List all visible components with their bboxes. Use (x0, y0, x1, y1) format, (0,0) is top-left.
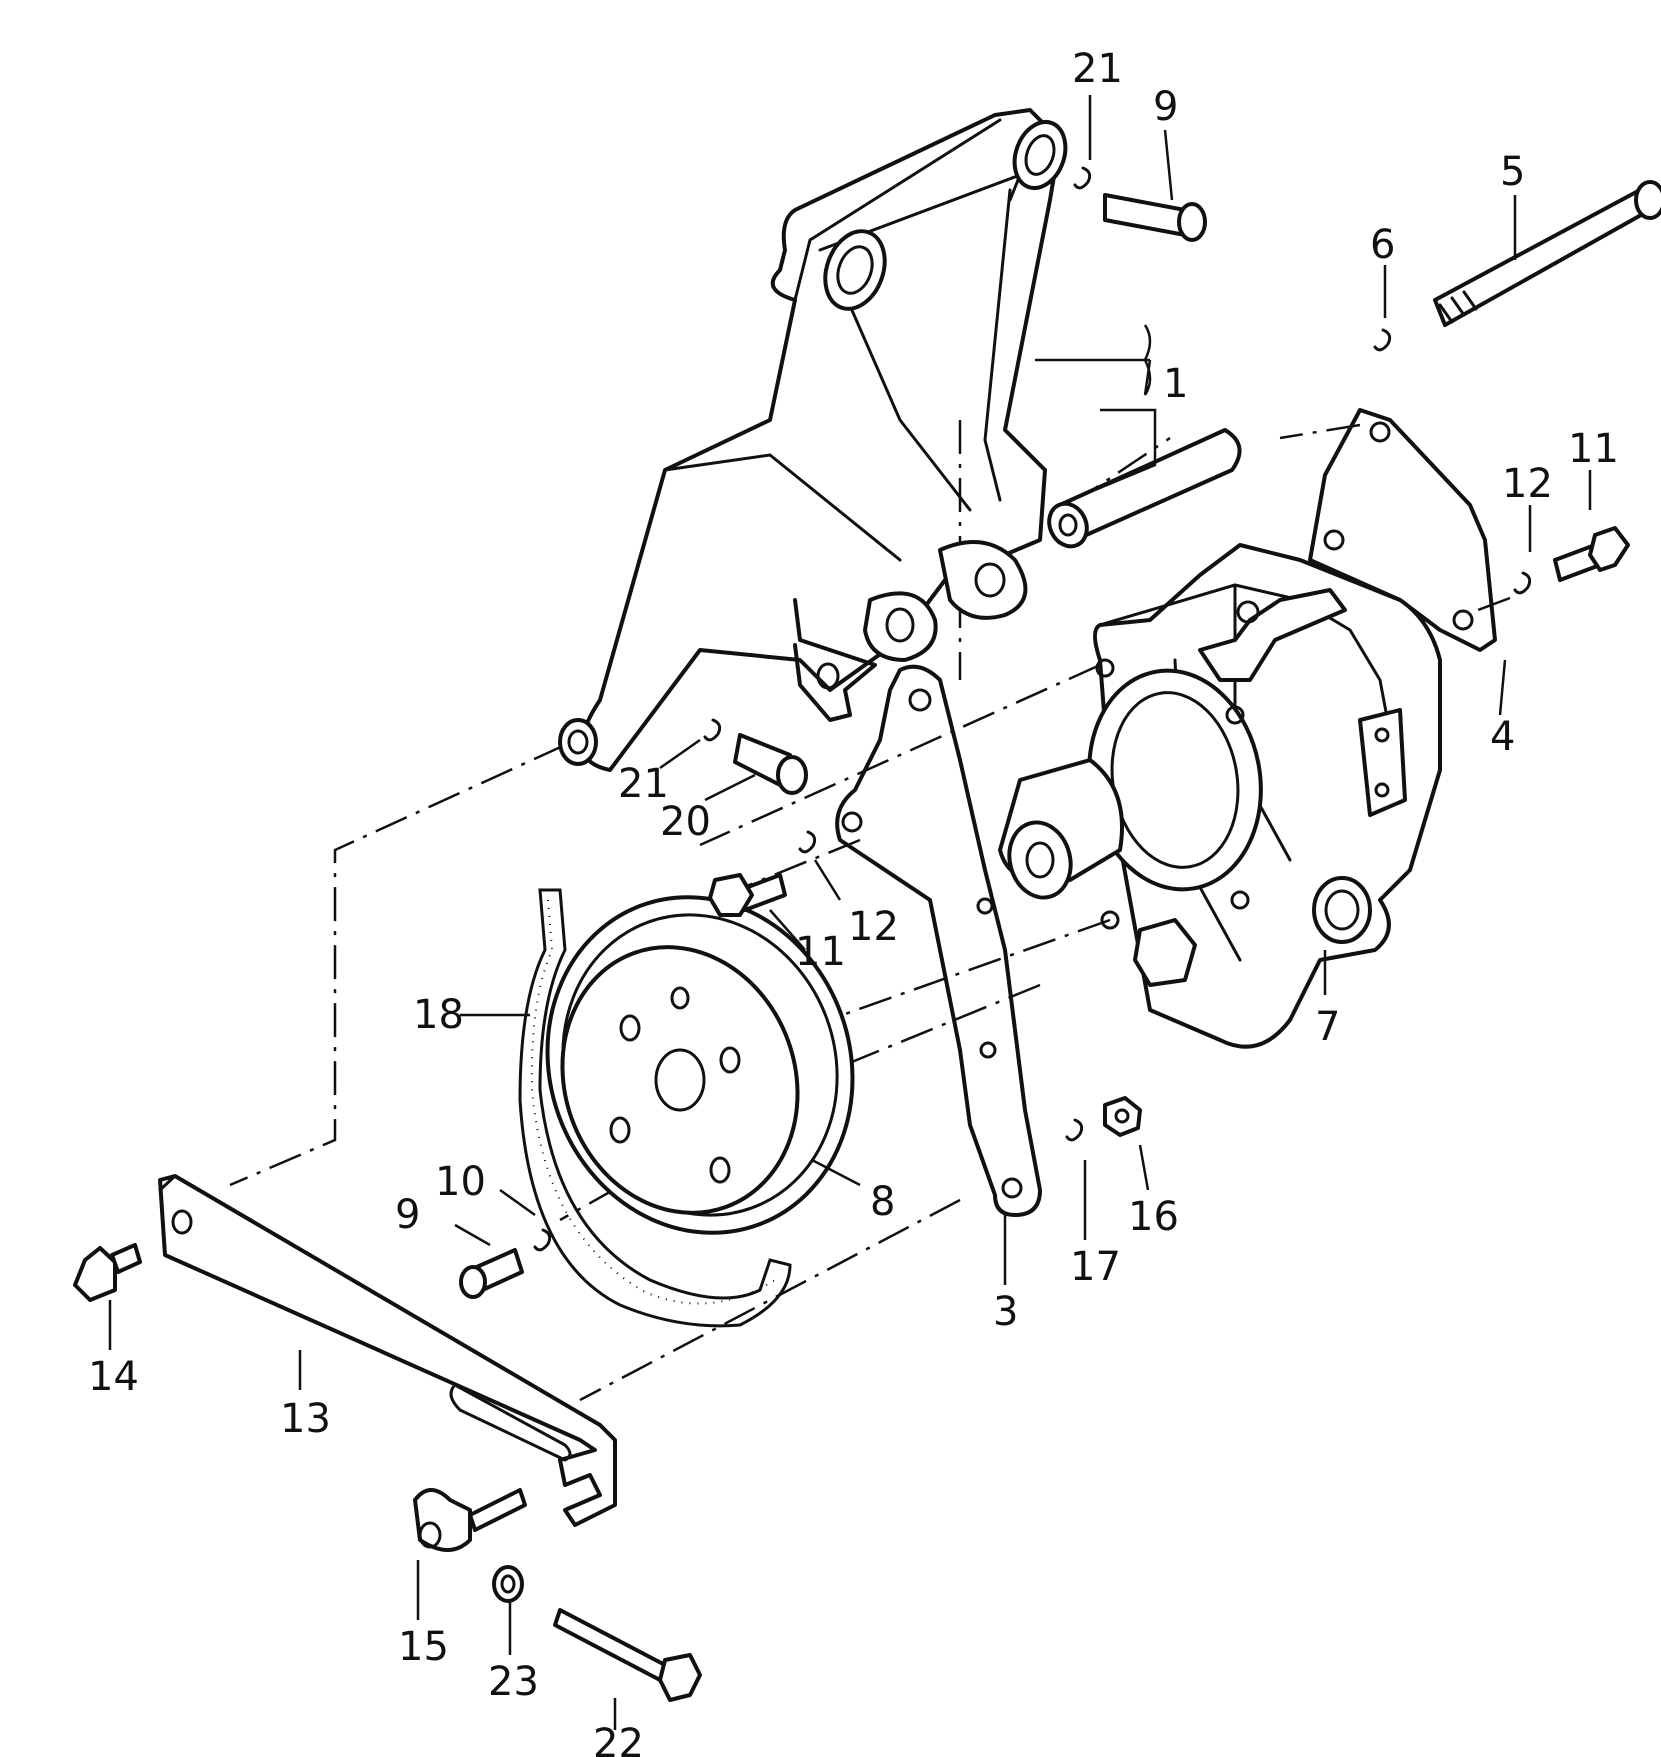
callout-16: 16 (1128, 1194, 1179, 1240)
callouts: 21 9 5 6 1 11 12 4 21 20 12 11 7 18 8 10… (88, 46, 1619, 1757)
fasteners (73, 166, 1661, 1702)
callout-6: 6 (1370, 222, 1395, 268)
callout-20: 20 (660, 799, 711, 845)
callout-8: 8 (870, 1179, 895, 1225)
pump (998, 543, 1442, 1049)
leader-lines (108, 95, 1592, 1730)
callout-21b: 21 (618, 761, 669, 807)
callout-5: 5 (1500, 149, 1525, 195)
v-belt (518, 888, 792, 1328)
callout-14: 14 (88, 1354, 139, 1400)
main-bracket (558, 108, 1068, 772)
callout-1: 1 (1163, 361, 1188, 407)
callout-3: 3 (993, 1289, 1018, 1335)
pulley (545, 895, 855, 1235)
callout-21a: 21 (1072, 46, 1123, 92)
callout-9a: 9 (1153, 84, 1178, 130)
callout-22: 22 (593, 1721, 644, 1757)
callout-10: 10 (435, 1159, 486, 1205)
callout-18: 18 (413, 992, 464, 1038)
callout-17: 17 (1070, 1244, 1121, 1290)
callout-12b: 12 (848, 904, 899, 950)
callout-12a: 12 (1502, 461, 1553, 507)
callout-9b: 9 (395, 1192, 420, 1238)
callout-11a: 11 (1568, 426, 1619, 472)
callout-7: 7 (1315, 1004, 1340, 1050)
callout-15: 15 (398, 1624, 449, 1670)
rear-plate (1308, 408, 1497, 652)
mounting-plate (835, 664, 1042, 1217)
callout-11b: 11 (795, 929, 846, 975)
callout-4: 4 (1490, 714, 1515, 760)
callout-23: 23 (488, 1659, 539, 1705)
callout-13: 13 (280, 1396, 331, 1442)
adjusting-strap (158, 1174, 617, 1527)
sleeve (1047, 428, 1242, 549)
